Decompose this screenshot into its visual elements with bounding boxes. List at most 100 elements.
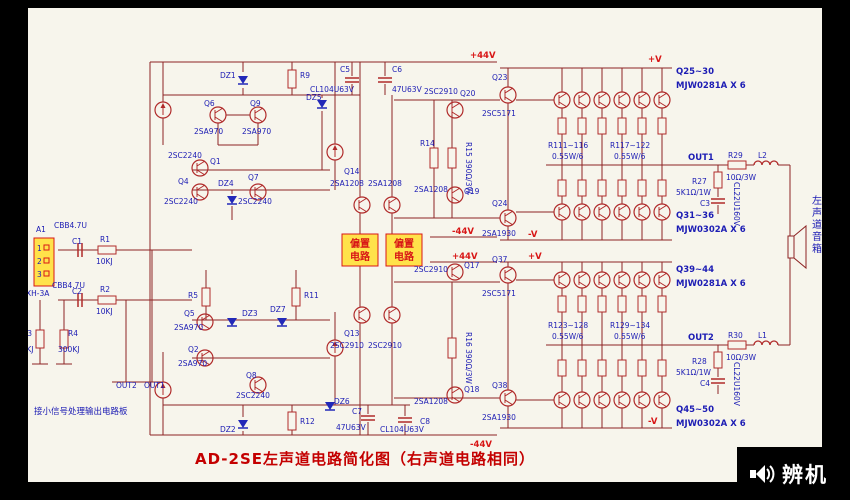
inductor-symbol	[753, 340, 779, 346]
transistor-symbol	[254, 107, 264, 114]
label: R3	[28, 329, 32, 338]
label: DZ6	[334, 397, 350, 406]
resistor-symbol	[597, 359, 607, 377]
transistor-symbol	[593, 391, 611, 409]
transistor-symbol	[658, 401, 668, 408]
transistor-symbol	[191, 183, 209, 201]
label: Q39~44	[676, 265, 714, 275]
label: L2	[758, 151, 767, 160]
resistor-symbol	[727, 160, 747, 170]
resistor-symbol	[557, 117, 567, 135]
transistor-symbol	[598, 204, 608, 211]
transistor-symbol	[598, 101, 608, 108]
label: Q6	[204, 99, 215, 108]
transistor-symbol	[353, 196, 371, 214]
resistor-symbol	[657, 179, 667, 197]
label: R111~116	[548, 141, 588, 150]
transistor-symbol	[618, 101, 628, 108]
transistor-symbol	[446, 186, 464, 204]
label: Q17	[464, 261, 480, 270]
transistor-symbol	[254, 116, 264, 123]
bias-circuit-label: 电路	[350, 250, 371, 263]
transistor-symbol	[388, 307, 398, 314]
transistor-symbol	[638, 101, 648, 108]
transistor-symbol	[578, 392, 588, 399]
transistor-symbol	[653, 271, 671, 289]
resistor-symbol	[657, 359, 667, 377]
label: -44V	[452, 227, 474, 237]
label: OUT2	[116, 381, 137, 390]
label: R12	[300, 417, 315, 426]
current-source-symbol	[332, 145, 338, 150]
resistor-symbol	[617, 179, 627, 197]
transistor-symbol	[358, 307, 368, 314]
label: 接小信号处理输出电路板	[34, 406, 128, 417]
label: 0.55W/6	[552, 152, 584, 161]
label: Q31~36	[676, 211, 714, 221]
label: DZ2	[220, 425, 236, 434]
label: C7	[352, 407, 362, 416]
label: 5K1Ω/1W	[676, 188, 711, 197]
transistor-symbol	[451, 102, 461, 109]
label: 2SA1208	[330, 179, 364, 188]
connector-pin	[43, 244, 50, 251]
label: R29	[728, 151, 743, 160]
transistor-symbol	[573, 271, 591, 289]
label: 0.55W/6	[552, 332, 584, 341]
transistor-symbol	[504, 390, 514, 397]
transistor-symbol	[451, 396, 461, 403]
label: R1	[100, 235, 110, 244]
resistor-symbol	[597, 295, 607, 313]
transistor-symbol	[578, 272, 588, 279]
resistor-symbol	[557, 179, 567, 197]
transistor-symbol	[658, 204, 668, 211]
label: R27	[692, 177, 707, 186]
resistor-symbol	[577, 359, 587, 377]
resistor-symbol	[97, 245, 117, 255]
logo-box: 辨机	[737, 447, 850, 500]
label: 2SC2910	[424, 87, 458, 96]
transistor-symbol	[504, 87, 514, 94]
speaker-icon	[787, 235, 795, 259]
transistor-symbol	[504, 267, 514, 274]
transistor-symbol	[593, 203, 611, 221]
label: XH-3A	[28, 289, 50, 298]
label: Q4	[178, 177, 189, 186]
transistor-symbol	[451, 264, 461, 271]
diagram-title: AD-2SE左声道电路简化图（右声道电路相同）	[194, 450, 536, 468]
label: 2SA1208	[414, 185, 448, 194]
transistor-symbol	[558, 213, 568, 220]
label: -44V	[470, 440, 492, 450]
transistor-symbol	[196, 193, 206, 200]
label: C8	[420, 417, 430, 426]
transistor-symbol	[553, 391, 571, 409]
transistor-symbol	[201, 350, 211, 357]
transistor-symbol	[499, 209, 517, 227]
transistor-symbol	[633, 391, 651, 409]
current-source-symbol	[332, 341, 338, 346]
transistor-symbol	[593, 271, 611, 289]
connector-pin	[43, 270, 50, 277]
bias-circuit-label: 偏置	[350, 237, 370, 250]
label: 300KJ	[28, 345, 33, 354]
transistor-symbol	[658, 272, 668, 279]
resistor-symbol	[617, 359, 627, 377]
transistor-symbol	[451, 196, 461, 203]
label: C1	[72, 237, 82, 246]
transistor-symbol	[598, 272, 608, 279]
label: 2SC2240	[236, 391, 270, 400]
transistor-symbol	[658, 392, 668, 399]
label: DZ7	[270, 305, 286, 314]
transistor-symbol	[553, 203, 571, 221]
label: MJW0302A X 6	[676, 225, 746, 235]
transistor-symbol	[653, 203, 671, 221]
transistor-symbol	[573, 91, 591, 109]
label: 箱	[812, 242, 822, 255]
zener-diode-symbol	[238, 76, 248, 84]
label: 2SC2240	[168, 151, 202, 160]
transistor-symbol	[573, 203, 591, 221]
transistor-symbol	[451, 111, 461, 118]
transistor-symbol	[383, 306, 401, 324]
bias-circuit-box	[341, 233, 379, 267]
